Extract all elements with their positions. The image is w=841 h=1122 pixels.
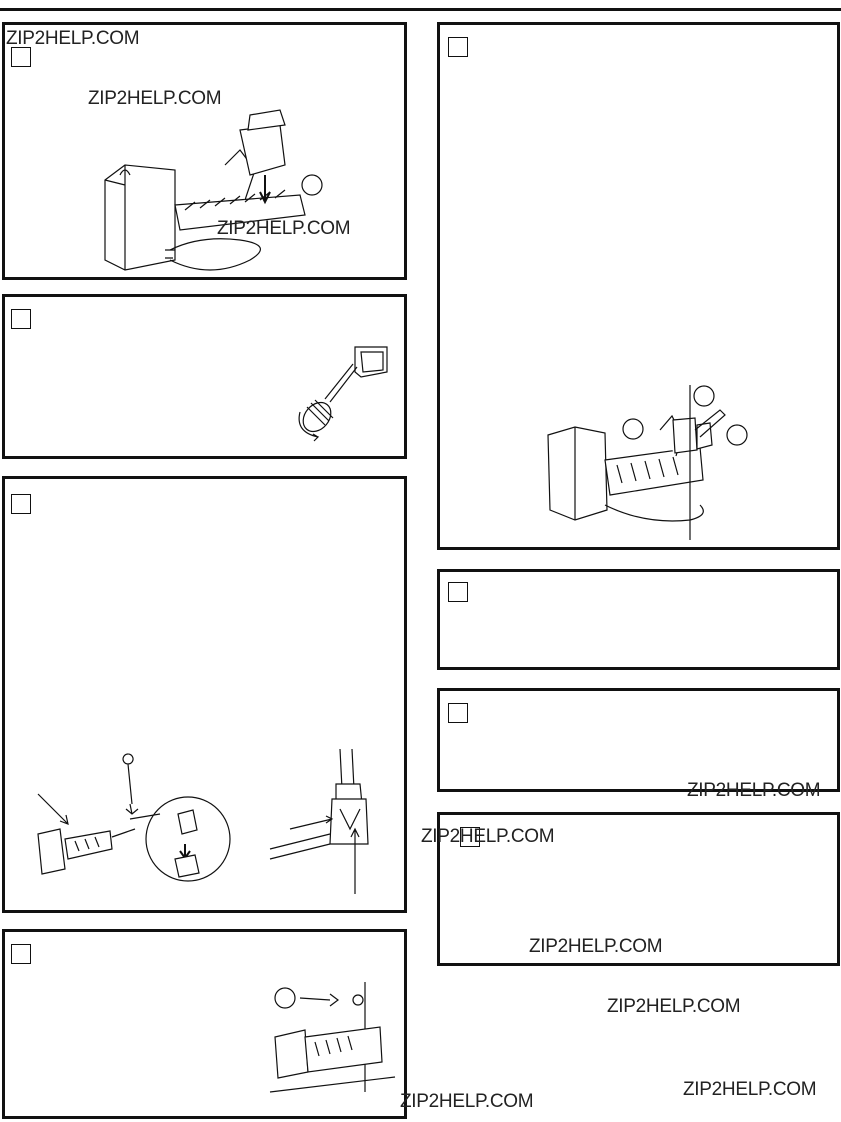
watermark-text: ZIP2HELP.COM bbox=[683, 1079, 817, 1100]
step-panel-3 bbox=[2, 476, 407, 913]
watermark-text: ZIP2HELP.COM bbox=[529, 936, 663, 957]
watermark-text: ZIP2HELP.COM bbox=[687, 780, 821, 801]
ice-maker-mounting-illustration bbox=[270, 982, 395, 1102]
step-number-box bbox=[448, 37, 468, 57]
step-panel-1 bbox=[2, 22, 407, 280]
step-panel-8 bbox=[437, 812, 840, 966]
step-number-box bbox=[460, 827, 480, 847]
step-panel-6 bbox=[437, 569, 840, 670]
watermark-text: ZIP2HELP.COM bbox=[421, 826, 555, 847]
watermark-text: ZIP2HELP.COM bbox=[217, 218, 351, 239]
step-number-box bbox=[11, 494, 31, 514]
screwdriver-illustration bbox=[295, 342, 395, 442]
wiring-harness-illustration bbox=[20, 749, 250, 899]
step-panel-4 bbox=[2, 929, 407, 1119]
ice-maker-assembly-illustration bbox=[545, 385, 745, 540]
watermark-text: ZIP2HELP.COM bbox=[6, 28, 140, 49]
step-number-box bbox=[11, 47, 31, 67]
step-number-box bbox=[448, 703, 468, 723]
step-number-box bbox=[11, 309, 31, 329]
watermark-text: ZIP2HELP.COM bbox=[88, 88, 222, 109]
connector-detail-illustration bbox=[270, 749, 400, 899]
step-number-box bbox=[448, 582, 468, 602]
step-number-box bbox=[11, 944, 31, 964]
watermark-text: ZIP2HELP.COM bbox=[400, 1091, 534, 1112]
step-panel-5 bbox=[437, 22, 840, 550]
step-panel-7 bbox=[437, 688, 840, 792]
top-rule bbox=[0, 8, 841, 11]
watermark-text: ZIP2HELP.COM bbox=[607, 996, 741, 1017]
step-panel-2 bbox=[2, 294, 407, 459]
ice-maker-bucket-illustration bbox=[100, 110, 350, 275]
